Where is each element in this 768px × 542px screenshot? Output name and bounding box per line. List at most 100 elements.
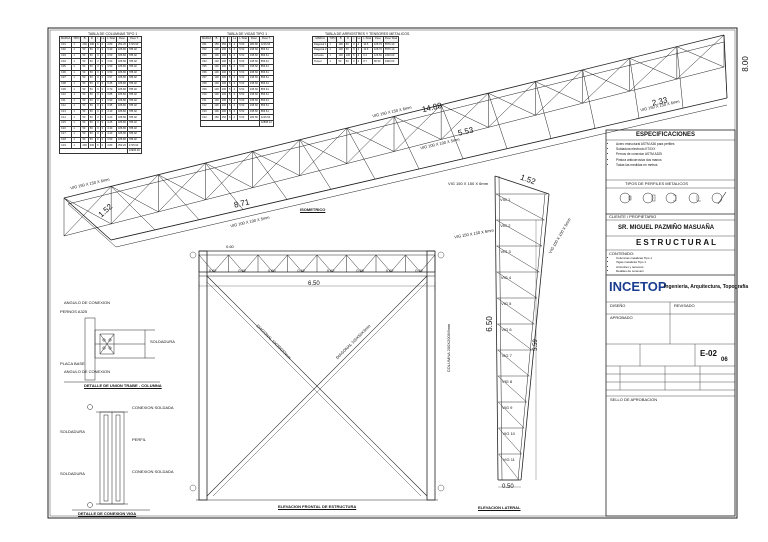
discipline: ESTRUCTURAL — [636, 238, 718, 247]
side-diagonal — [498, 427, 522, 455]
beams-cell: 856.61 — [258, 97, 274, 105]
contents-item: Vigas metalicas Tipo 1 — [616, 260, 652, 264]
braces-cell: 3300.00 — [382, 58, 400, 65]
frame-spacing-value: 0.62 — [208, 268, 217, 273]
side-diagonal — [496, 245, 540, 273]
beams-cell: 195.60 — [247, 108, 260, 116]
columns-cell: C10 — [58, 91, 73, 99]
columns-cell: 3 — [95, 119, 101, 127]
columns-cell: 3 — [95, 86, 101, 93]
iso-rung — [629, 58, 640, 119]
beams-cell: 195.60 — [247, 103, 260, 110]
note-item: Acero estructural ASTM A36 para perfiles — [616, 142, 674, 147]
beams-cell: 195.60 — [247, 91, 260, 99]
columns-cell: 3 — [95, 80, 101, 88]
frame-web-diagonal — [257, 254, 273, 273]
contents-label: CONTENIDO: — [609, 251, 635, 256]
frame-spacing-value: 0.62 — [415, 268, 424, 273]
frame-web-diagonal — [316, 254, 332, 273]
side-diagonal — [495, 193, 545, 221]
notes-title: ESPECIFICACIONES — [636, 132, 696, 138]
contents-item: Columnas metalicas Tipo 1 — [616, 256, 652, 260]
frame-web-diagonal — [361, 254, 377, 273]
iso-diagonal — [676, 46, 725, 68]
beams-cell: 5 — [226, 80, 233, 88]
iso-rung — [488, 93, 508, 149]
braces-cell: 108.70 — [371, 47, 384, 54]
iso-diagonal — [63, 197, 112, 225]
columns-cell: 785.92 — [126, 75, 142, 82]
braces-cell: 8.7 — [361, 58, 373, 65]
braces-cell: 1 — [327, 58, 338, 65]
iso-rung — [299, 139, 332, 190]
beams-cell: 195.60 — [247, 58, 260, 65]
side-level-label: VIG 2 — [500, 223, 511, 228]
beams-cell: 280.80 — [247, 41, 260, 49]
beams-header-cell: MARCA — [199, 36, 214, 43]
side-diagonal — [497, 349, 530, 377]
beams-cell: 5 — [226, 97, 233, 105]
columns-cell: 186.80 — [115, 52, 128, 60]
columns-total-value: 10906.49 — [126, 147, 142, 155]
frame-web-diagonal — [272, 254, 288, 273]
side-level-label: VIG 10 — [502, 431, 515, 436]
iso-rung — [582, 69, 596, 129]
side-diagonal — [498, 401, 525, 429]
frame-spacing-value: 0.60 — [356, 268, 365, 273]
field-3: APROBADO — [610, 315, 633, 320]
iso-lower-chord — [629, 78, 677, 92]
side-level-label: VIG 8 — [501, 379, 513, 384]
columns-cell: 785.92 — [126, 108, 142, 116]
columns-cell: 186.80 — [115, 119, 128, 127]
front-frame — [189, 250, 445, 501]
iso-rung — [440, 104, 464, 159]
braces-cell: 108.70 — [371, 41, 384, 49]
beams-cell: 195.60 — [247, 64, 260, 71]
iso-rung — [535, 81, 552, 139]
side-level-label: VIG 5 — [501, 301, 512, 306]
frame-spacing-value: 0.62 — [238, 268, 247, 273]
side-diagonal — [496, 271, 537, 299]
note-item: Soldadura electrodo E70XX — [616, 147, 674, 152]
contents-item: Detalles de conexion — [616, 269, 652, 273]
beams-cell: 1215.64 — [258, 114, 274, 121]
iso-lower-chord — [488, 115, 536, 128]
iso-rung — [393, 116, 420, 170]
iso-rung — [63, 197, 112, 241]
frame-spacing-value: 0.62 — [385, 268, 394, 273]
note-item: Todas las medidas en metros — [616, 163, 674, 168]
columns-cell: 3 — [95, 108, 101, 116]
beams-cell: 195.60 — [247, 86, 260, 93]
beams-cell: 5 — [226, 64, 233, 71]
iso-diagonal — [346, 127, 395, 152]
braces-cell: Diagonal 2 — [311, 47, 329, 54]
note-item: Pernos de conexion ASTM A325 — [616, 152, 674, 157]
frame-web-diagonal — [287, 254, 303, 273]
side-title: ELEVACION LATERAL — [478, 505, 521, 510]
frame-web-diagonal — [302, 254, 318, 273]
frame-truss-depth: 0.60 — [226, 244, 234, 249]
frame-web-diagonal — [243, 254, 259, 273]
braces-cell: 126.60 — [371, 52, 384, 60]
side-diagonal — [496, 297, 535, 325]
frame-title: ELEVACION FRONTAL DE ESTRUCTURA — [278, 504, 357, 509]
columns-cell: 3 — [95, 103, 101, 110]
beams-cell: 6 — [226, 114, 233, 121]
side-level-label: VIG 3 — [500, 249, 511, 254]
detail2-label: CONEXION SOLDADA — [132, 405, 174, 410]
braces-table-title: TABLA DE ARRIOSTRES Y TENSORES METALICOS — [325, 32, 410, 36]
beams-cell: 5 — [226, 103, 233, 110]
frame-web-diagonal — [346, 254, 362, 273]
side-diagonal — [496, 219, 543, 247]
columns-cell: 186.80 — [115, 86, 128, 93]
columns-cell: 785.92 — [126, 119, 142, 127]
iso-rung — [205, 162, 244, 210]
iso-diagonal — [158, 174, 206, 201]
